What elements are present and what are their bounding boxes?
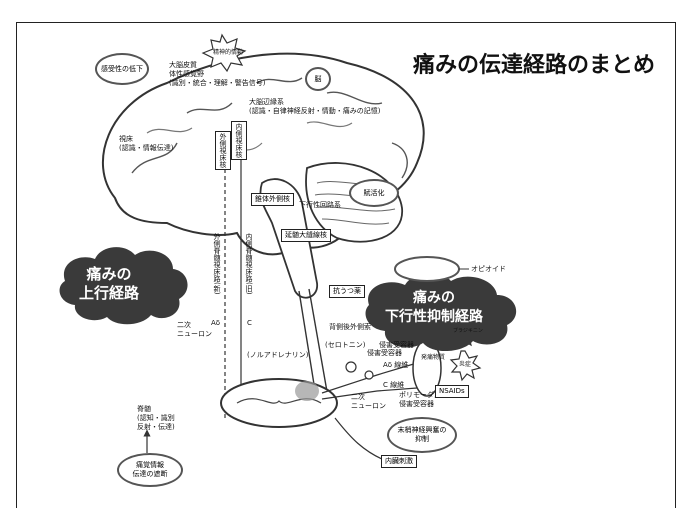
activation-ellipse: 賦活化 [349,179,399,207]
descending-cloud [365,273,517,352]
dorsolateral-label: 背側後外側索 [329,323,371,331]
descending-line1: 痛みの [413,290,455,306]
bradykinin-label: ブラジキニン [453,328,483,334]
ascending-line1: 痛みの [86,265,132,283]
limbic-label: 大脳辺縁系 (認識・自律神経反射・情動・痛みの記憶) [249,98,381,115]
inflammation-label: 発痛物質 [421,354,446,361]
polymodal-label: ポリモーダル 侵害受容器 [399,391,441,408]
peripheral-control-label: 末梢神経興奮の 抑制 [397,426,447,443]
descending-circuit-label: 下行性回路系 [299,201,341,209]
info-block-ellipse: 痛覚情報 伝達の遮断 [117,453,183,487]
medial-thalamus-box: 内側視床核 [231,121,247,160]
mental-emotion-label: 精神的情動 [213,49,244,56]
second-neuron2-label: 二次 ニューロン [351,393,386,410]
extrapyramidal-box: 錐体外側核 [251,193,294,206]
lateral-thalamus-box: 外側視床核 [215,131,231,170]
thalamus-label: 視床 (認識・情報伝達) [119,135,174,152]
spinothalamic-c-label: 内側脊髄視床路(旧) [245,233,253,295]
slide-title: 痛みの伝達経路のまとめ [413,53,656,78]
peripheral-control-ellipse: 末梢神経興奮の 抑制 [387,417,457,453]
info-block-label: 痛覚情報 伝達の遮断 [132,461,168,478]
brain-ellipse: 脳 [305,67,331,91]
nsaids-box: NSAIDs [435,385,469,398]
brain-label: 脳 [314,74,322,83]
second-neuron-label: 二次 ニューロン [177,321,212,338]
cortex-label: 大脳皮質 体性感覚野 (識別・統合・理解・警告信号) [169,61,266,87]
spinothalamic-a-label: 外側脊髄視床路(新) [213,233,221,295]
c-fiber-label: C 線維 [383,381,405,389]
serotonin-label: (セロトニン) [325,341,366,349]
a-delta-label: Aδ [211,319,221,327]
prostaglandin-label: 炎症 [459,361,472,368]
a-delta-fiber-label: Aδ 線維 [383,361,409,369]
sensation-decline-ellipse: 感受性の低下 [95,53,149,85]
noradrenaline-label: (ノルアドレナリン) [247,351,309,359]
opioid-label: オピオイド [471,265,506,273]
activation-label: 賦活化 [363,188,385,197]
descending-line2: 下行性抑制経路 [385,309,483,325]
diagram-drawing [59,33,517,464]
reticular-box: 延髄大縫線核 [281,229,331,242]
c-label: C [247,319,252,327]
antidepressant-box: 抗うつ薬 [329,285,365,298]
ascending-cloud [59,247,188,325]
sympathetic-label: 侵害受容器 [367,349,402,357]
ascending-cloud-label: 痛みの 上行経路 [79,265,139,303]
ascending-line2: 上行経路 [79,284,140,302]
sensory-nerve-label: 侵害受容器 [379,341,414,349]
descending-cloud-label: 痛みの 下行性抑制経路 [385,289,483,327]
sensation-decline-label: 感受性の低下 [101,64,143,73]
visceral-box: 内臓刺激 [381,455,417,468]
diagram-slide: 痛みの伝達経路のまとめ 痛みの 上行経路 痛みの 下行性抑制経路 感受性の低下 … [16,22,676,508]
reflex-sense-label: 脊髄 (認知・識別 反射・伝達) [137,405,175,431]
spinal-cord-section [220,378,338,428]
